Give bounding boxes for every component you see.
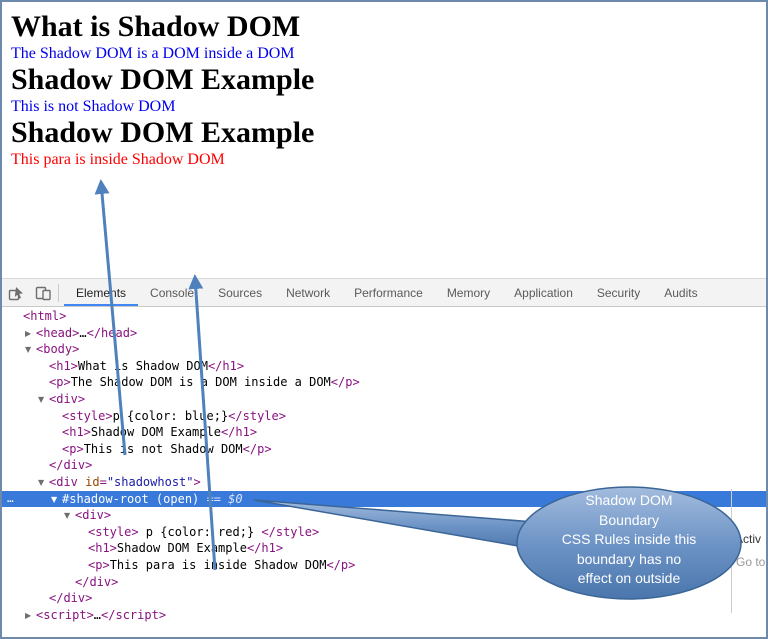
right-pane-text-1: Activ: [735, 532, 762, 546]
page-para-not-shadow-dom: This is not Shadow DOM: [11, 98, 176, 115]
code-token: <script>: [36, 607, 94, 622]
shadow-root-row[interactable]: … ▼ #shadow-root (open) == $0: [2, 490, 766, 508]
code-token: </div>: [49, 458, 93, 473]
tab-audits[interactable]: Audits: [664, 285, 698, 300]
page-heading-shadow-dom-example-1: Shadow DOM Example: [11, 63, 315, 96]
code-token: The Shadow DOM is a DOM inside a DOM: [70, 375, 331, 390]
code-token: </style>: [228, 408, 286, 423]
code-token: </div>: [49, 591, 93, 606]
code-token: </style>: [261, 524, 320, 539]
tree-row[interactable]: <style>p {color: blue;}</style>: [2, 408, 766, 425]
code-token: <body>: [36, 342, 80, 357]
tree-row[interactable]: ▼ <div id="shadowhost">: [2, 474, 766, 491]
code-token: </h1>: [220, 425, 258, 440]
code-token: <div>: [49, 391, 86, 406]
collapse-arrow-icon[interactable]: ▼: [38, 477, 45, 487]
dom-tree: <html>▶<head>…</head>▼<body><h1>What is …: [2, 307, 766, 637]
toolbar-separator: [58, 283, 59, 302]
code-token: This para is inside Shadow DOM: [109, 557, 327, 572]
collapse-arrow-icon[interactable]: ▼: [64, 511, 71, 521]
expand-arrow-icon[interactable]: ▶: [25, 610, 32, 620]
inspect-icon: [8, 286, 23, 300]
tree-row[interactable]: ▼ <body>: [2, 341, 766, 358]
code-token: id: [85, 474, 100, 489]
tab-application[interactable]: Application: [514, 285, 573, 300]
code-token: Shadow DOM Example: [116, 541, 247, 556]
code-token: <h1>: [88, 541, 117, 556]
tree-row[interactable]: <html>: [2, 308, 766, 325]
tree-row[interactable]: </div>: [2, 590, 766, 607]
page-para-dom-inside-dom: The Shadow DOM is a DOM inside a DOM: [11, 45, 295, 62]
code-token: <p>: [88, 557, 110, 572]
code-token: </script>: [101, 607, 167, 622]
panel-divider: [731, 489, 732, 613]
tree-row[interactable]: ▼ <div>: [2, 507, 766, 524]
code-token: <p>: [49, 375, 71, 390]
row-menu-icon[interactable]: …: [7, 491, 15, 505]
expand-arrow-icon[interactable]: ▶: [25, 328, 32, 338]
devtools-toolbar: Elements Console Sources Network Performance…: [2, 278, 766, 307]
code-token: p {color: blue;}: [112, 408, 229, 423]
code-token: "shadowhost": [106, 474, 194, 489]
code-token: …: [93, 607, 102, 622]
rendered-page: What is Shadow DOM The Shadow DOM is a D…: [2, 2, 766, 278]
right-pane-text-2: Go to: [736, 555, 766, 569]
tree-row[interactable]: <p>This para is inside Shadow DOM</p>: [2, 557, 766, 574]
code-token: <style>: [62, 408, 113, 423]
collapse-arrow-icon[interactable]: ▼: [38, 394, 45, 404]
code-token: <h1>: [49, 358, 78, 373]
code-token: </h1>: [207, 358, 245, 373]
tab-sources[interactable]: Sources: [218, 285, 263, 300]
collapse-arrow-icon[interactable]: ▼: [51, 494, 58, 504]
tab-console[interactable]: Console: [150, 285, 195, 300]
code-token: This is not Shadow DOM: [83, 441, 243, 456]
code-token: =: [99, 474, 107, 489]
code-token: </p>: [242, 441, 272, 456]
code-token: </p>: [326, 557, 356, 572]
code-token: </p>: [330, 375, 360, 390]
tree-row[interactable]: <style> p {color: red;} </style>: [2, 524, 766, 541]
tree-row[interactable]: <p>The Shadow DOM is a DOM inside a DOM<…: [2, 374, 766, 391]
inspect-element-button[interactable]: [2, 280, 29, 306]
code-token: <html>: [23, 309, 67, 323]
code-token: <p>: [62, 441, 84, 456]
code-token: == $0: [199, 491, 243, 506]
tree-row[interactable]: ▼ <div>: [2, 391, 766, 408]
device-toolbar-icon: [35, 286, 51, 301]
code-token: </h1>: [246, 541, 284, 556]
tree-row[interactable]: ▶ <head>…</head>: [2, 325, 766, 342]
tree-row[interactable]: ▶ <script>…</script>: [2, 607, 766, 624]
tree-row[interactable]: <h1>Shadow DOM Example</h1>: [2, 540, 766, 557]
code-token: </div>: [75, 574, 119, 589]
tree-row[interactable]: <h1>What is Shadow DOM</h1>: [2, 358, 766, 375]
tab-security[interactable]: Security: [596, 285, 641, 300]
code-token: …: [79, 325, 87, 340]
code-token: <div: [49, 474, 86, 489]
tree-row[interactable]: </div>: [2, 574, 766, 591]
code-token: <style>: [88, 524, 139, 539]
code-token: </head>: [86, 325, 138, 340]
device-toolbar-button[interactable]: [29, 280, 56, 306]
code-token: <head>: [36, 325, 80, 340]
code-token: Shadow DOM Example: [90, 425, 221, 440]
tab-elements[interactable]: Elements: [64, 279, 138, 306]
code-token: #shadow-root (open): [62, 491, 200, 506]
tree-row[interactable]: </div>: [2, 457, 766, 474]
tab-performance[interactable]: Performance: [354, 285, 423, 300]
tab-memory[interactable]: Memory: [446, 285, 491, 300]
devtools-tabs: Elements Console Sources Network Performance…: [64, 279, 710, 306]
code-token: p {color: red;}: [138, 524, 262, 539]
page-heading-shadow-dom-example-2: Shadow DOM Example: [11, 116, 315, 149]
page-heading-what-is-shadow-dom: What is Shadow DOM: [11, 10, 301, 43]
code-token: >: [193, 474, 201, 489]
code-token: <div>: [75, 508, 112, 523]
collapse-arrow-icon[interactable]: ▼: [25, 345, 32, 355]
page-para-inside-shadow-dom: This para is inside Shadow DOM: [11, 151, 225, 168]
tree-row[interactable]: <p>This is not Shadow DOM</p>: [2, 441, 766, 458]
code-token: <h1>: [62, 425, 91, 440]
code-token: What is Shadow DOM: [77, 358, 208, 373]
tab-network[interactable]: Network: [286, 285, 331, 300]
tree-row[interactable]: <h1>Shadow DOM Example</h1>: [2, 424, 766, 441]
